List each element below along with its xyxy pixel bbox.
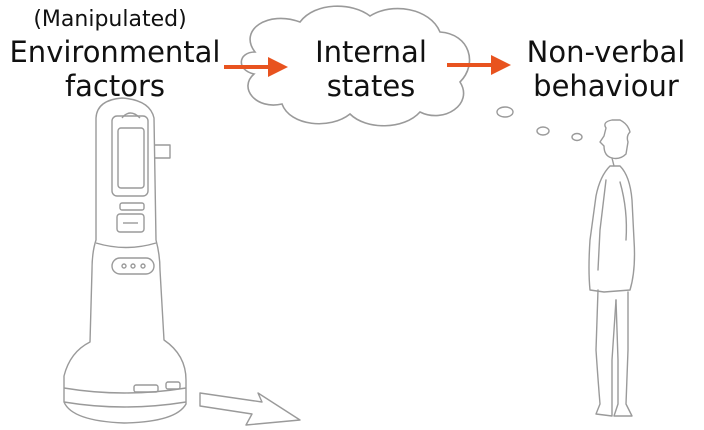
person-sketch bbox=[588, 119, 636, 417]
thought-bubble-3 bbox=[571, 132, 583, 142]
thought-bubble-2 bbox=[536, 126, 550, 136]
thought-cloud-icon bbox=[240, 5, 471, 127]
behaviour-label-line1: Non-verbal bbox=[526, 35, 686, 69]
behaviour-label-line2: behaviour bbox=[533, 69, 679, 103]
floor-arrow-icon bbox=[199, 392, 301, 426]
robot-sketch bbox=[63, 97, 187, 424]
environment-label-line1: Environmental bbox=[9, 35, 221, 69]
environment-label-line2: factors bbox=[64, 69, 166, 103]
internal-states-label-line2: states bbox=[326, 69, 416, 103]
environment-note: (Manipulated) bbox=[33, 7, 187, 32]
internal-states-label-line1: Internal bbox=[315, 35, 427, 69]
thought-bubble-1 bbox=[496, 106, 514, 118]
